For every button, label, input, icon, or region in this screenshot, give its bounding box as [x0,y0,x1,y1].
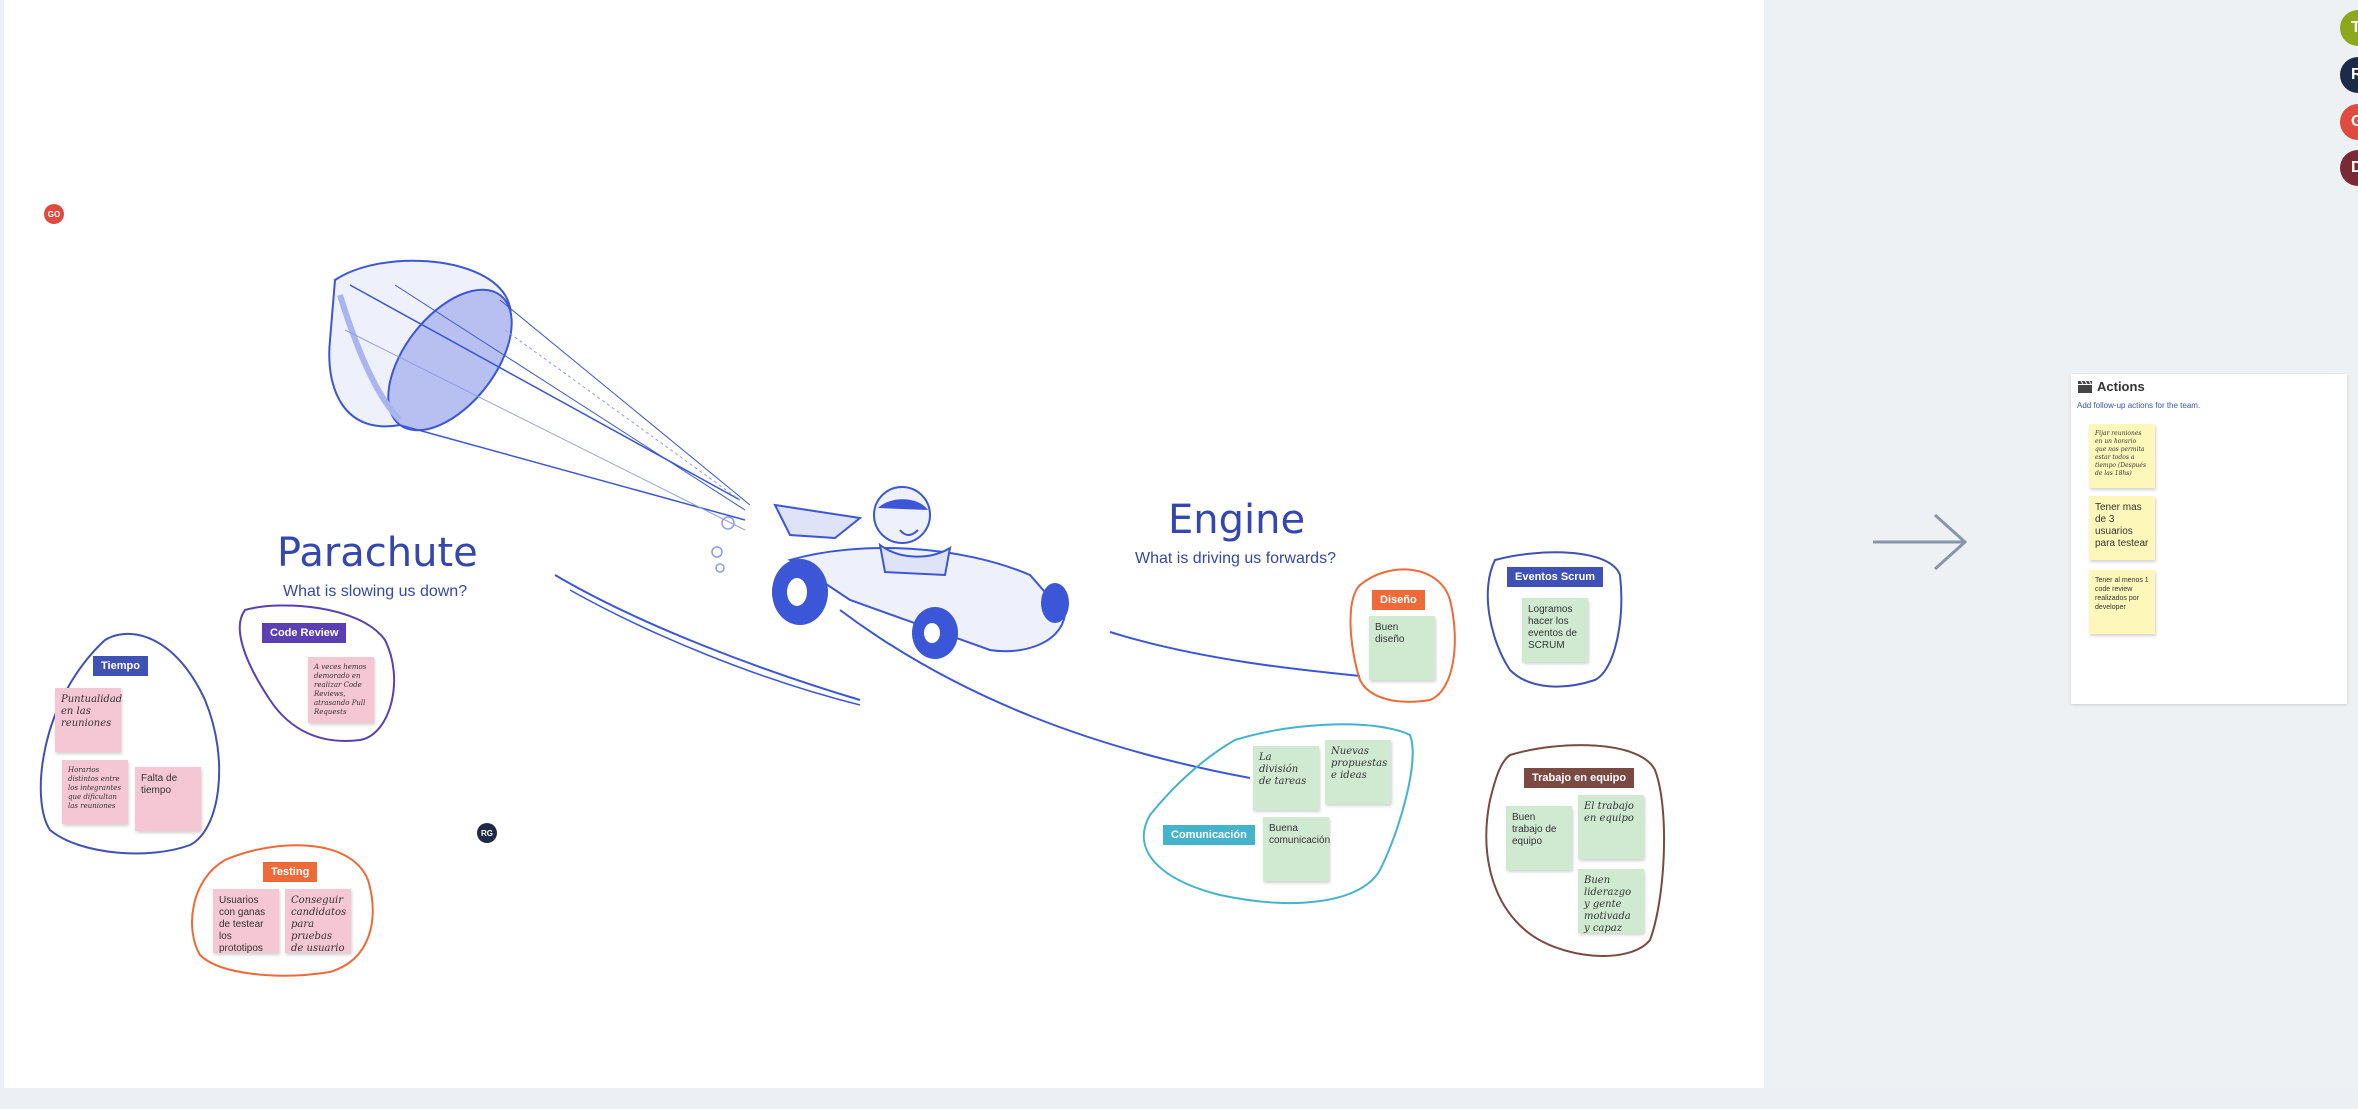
diseno-outline [1349,568,1456,703]
comunicacion-outline [1142,723,1414,904]
note-code-review[interactable]: A veces hemos demorado en realizar Code … [308,657,374,723]
race-car-illustration [711,486,1069,659]
tag-code-review[interactable]: Code Review [262,623,347,643]
tag-eventos-scrum[interactable]: Eventos Scrum [1507,567,1604,587]
clapperboard-icon [2077,380,2093,394]
arrow-icon [1873,513,1968,571]
note-conseguir-candidatos[interactable]: Conseguir candidatos para pruebas de usu… [285,889,351,954]
note-nuevas-propuestas[interactable]: Nuevas propuestas e ideas [1325,740,1391,804]
eventos-outline [1486,551,1623,688]
parachute-title: Parachute [277,530,478,576]
note-eventos-scrum[interactable]: Logramos hacer los eventos de SCRUM [1522,598,1588,662]
testing-outline [191,844,374,977]
action-note-usuarios[interactable]: Tener mas de 3 usuarios para testear [2089,496,2155,560]
code-review-outline [238,604,396,742]
tag-testing[interactable]: Testing [263,862,318,882]
tag-comunicacion[interactable]: Comunicación [1163,825,1255,845]
avatar-t[interactable]: T [2340,10,2358,46]
tag-trabajo-equipo[interactable]: Trabajo en equipo [1524,768,1635,788]
note-puntualidad[interactable]: Puntualidad en las reuniones [55,688,122,752]
note-usuarios-testear[interactable]: Usuarios con ganas de testear los protot… [213,889,279,954]
avatar-r[interactable]: R [2340,57,2358,93]
note-falta-tiempo[interactable]: Falta de tiempo [135,767,201,831]
tiempo-outline [39,632,221,855]
note-division-tareas[interactable]: La división de tareas [1253,746,1319,810]
parachute-subtitle: What is slowing us down? [283,583,468,600]
actions-subtitle: Add follow-up actions for the team. [2077,401,2201,410]
note-el-trabajo[interactable]: El trabajo en equipo [1578,795,1644,859]
note-buen-liderazgo[interactable]: Buen liderazgo y gente motivada y capaz [1578,869,1644,934]
speed-lines [554,574,1361,779]
parachute-illustration [328,259,751,531]
trabajo-outline [1485,744,1666,957]
action-note-reuniones[interactable]: Fijar reuniones en un horario que nos pe… [2089,424,2155,488]
note-horarios[interactable]: Horarios distintos entre los integrantes… [62,760,128,824]
note-buena-comunicacion[interactable]: Buena comunicación [1263,817,1330,881]
tag-tiempo[interactable]: Tiempo [93,656,148,676]
tag-diseno[interactable]: Diseño [1372,590,1425,610]
avatar-g[interactable]: G [2340,104,2358,140]
group-outlines [39,551,1666,977]
note-buen-trabajo[interactable]: Buen trabajo de equipo [1506,806,1572,870]
collaborator-cursor-go: GO [44,204,64,224]
collaborator-cursor-rg: RG [477,823,497,843]
actions-panel[interactable]: Actions Add follow-up actions for the te… [2071,374,2347,704]
action-note-code-review[interactable]: Tener al menos 1 code review realizados … [2089,570,2155,634]
engine-title: Engine [1168,497,1306,543]
engine-subtitle: What is driving us forwards? [1135,550,1336,567]
avatar-d[interactable]: D [2340,150,2358,186]
note-buen-diseno[interactable]: Buen diseño [1369,616,1435,680]
actions-title: Actions [2097,379,2145,394]
